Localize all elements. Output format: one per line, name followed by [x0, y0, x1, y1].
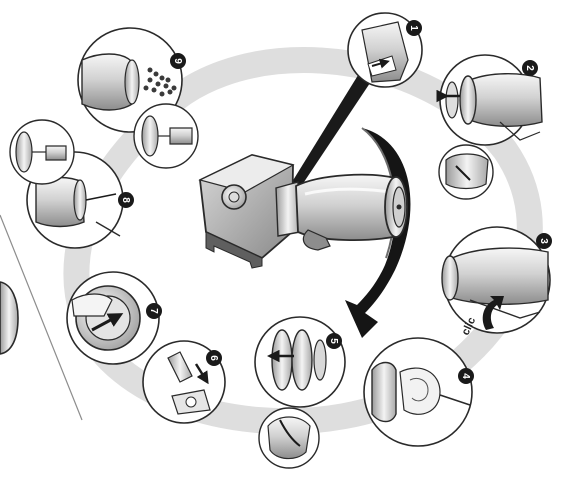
step-4-number: 4	[460, 373, 471, 379]
leader-line	[292, 72, 372, 188]
step-6-number: 6	[208, 355, 219, 361]
step-5-panel: 5	[255, 317, 345, 468]
step-6-panel: 6	[143, 341, 225, 423]
step-3-panel: clic 3	[442, 227, 552, 337]
step-4-panel: 4	[364, 338, 474, 446]
step-5-number: 5	[328, 338, 339, 344]
step-8-panel: 8	[10, 120, 134, 248]
step-8-number: 8	[120, 197, 131, 203]
cutoff-part	[0, 282, 18, 354]
step-1-number: 1	[408, 25, 419, 31]
step-3-number: 3	[538, 238, 549, 244]
step-1-panel: 1	[348, 13, 422, 87]
step-9-number: 9	[172, 58, 183, 64]
step-7-panel: 7	[67, 272, 162, 364]
step-7-number: 7	[148, 308, 159, 314]
step-2-number: 2	[524, 65, 535, 71]
